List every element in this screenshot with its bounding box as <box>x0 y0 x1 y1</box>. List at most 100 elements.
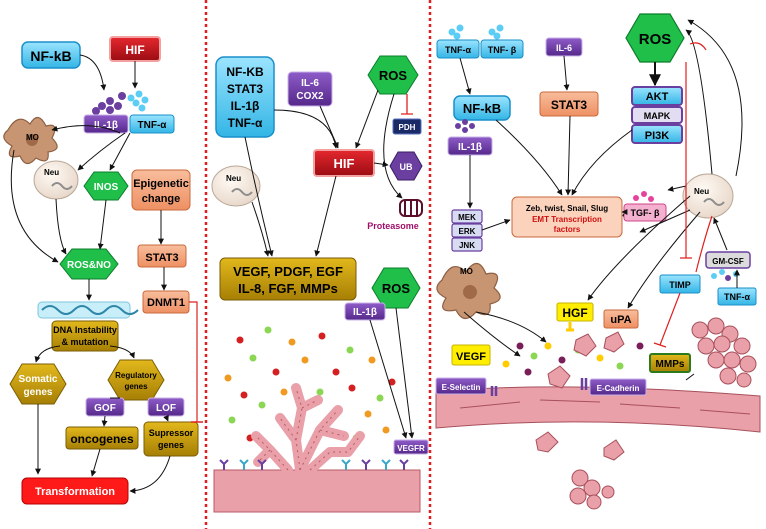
right-upa-box <box>603 309 639 329</box>
right-hgf-label: HGF <box>562 306 587 320</box>
mid-proteasome-label: Proteasome <box>367 221 419 231</box>
mid-il6-line1: IL-6 <box>301 78 319 89</box>
left-oncogenes-label: oncogenes <box>70 432 134 446</box>
right-mmps-box <box>649 353 691 373</box>
right-tnfa2-label: TNF-α <box>724 292 750 302</box>
mid-growth-line2: IL-8, FGF, MMPs <box>238 281 338 296</box>
mid-inflam-line4: TNF-α <box>228 116 263 130</box>
left-supressor-line2: genes <box>158 440 184 450</box>
right-il6-label: IL-6 <box>556 43 572 53</box>
right-tnfa-box <box>436 39 480 59</box>
dna-strand-icon <box>37 301 139 319</box>
right-erk-label: ERK <box>459 227 476 236</box>
left-il1b-label: IL-1β <box>94 120 118 131</box>
left-stat3-box <box>137 244 187 268</box>
right-eselectin-label: E-Selectin <box>442 383 481 392</box>
left-supressor-line1: Supressor <box>149 428 194 438</box>
left-somatic-line1: Somatic <box>19 374 58 385</box>
left-il1b-box <box>83 114 129 134</box>
mid-inflam-line2: STAT3 <box>227 82 264 96</box>
receptor-icons <box>219 459 409 470</box>
right-mmps-label: MMPs <box>656 359 685 370</box>
right-gmcsf-label: GM-CSF <box>712 257 744 266</box>
right-nfkb-box <box>453 95 511 121</box>
left-nfkb-label: NF-kB <box>30 48 71 64</box>
middle-panel: NF-KB STAT3 IL-1β TNF-α IL-6 COX2 ROS PD… <box>211 55 429 513</box>
right-mek-label: MEK <box>458 213 476 222</box>
right-macrophage-icon <box>436 262 501 320</box>
tumor-cluster-icon <box>691 317 757 388</box>
cytokine-dots-icon <box>92 90 149 115</box>
ros-pdh-inhibition <box>401 94 413 115</box>
left-somatic-line2: genes <box>24 387 53 398</box>
right-akt-stack <box>631 86 683 144</box>
right-hgf-box <box>556 302 594 322</box>
right-eselectin-box <box>435 377 487 395</box>
mid-pdh-label: PDH <box>399 123 416 132</box>
right-tnfb-box <box>480 39 524 59</box>
left-panel: NF-kB HIF IL-1β TNF-α MO Neu INOS <box>3 36 203 505</box>
right-emt-line2: EMT Transcription <box>532 215 602 224</box>
right-vegf-box <box>451 344 491 366</box>
right-stat3-label: STAT3 <box>551 98 588 112</box>
right-tnfa-label: TNF-α <box>445 45 471 55</box>
mid-neu-label: Neu <box>226 174 241 183</box>
left-tnfa-label: TNF-α <box>138 120 168 131</box>
right-tgfb-dots-icon <box>633 191 654 202</box>
right-mek-stack <box>451 209 483 252</box>
right-stat3-box <box>539 91 599 117</box>
left-dna-box <box>51 320 119 352</box>
right-vegf-label: VEGF <box>456 351 486 363</box>
blood-vessel-icon <box>213 383 421 513</box>
right-neutrophil-icon <box>682 173 734 219</box>
left-transformation-label: Transformation <box>35 486 115 498</box>
left-arrows <box>10 54 171 494</box>
mid-ros-label: ROS <box>379 68 408 83</box>
dnmt1-inhibition-line <box>189 301 198 422</box>
left-dna-line1: DNA Instability <box>53 325 117 335</box>
right-mo-label: MO <box>460 267 473 276</box>
left-supressor-box <box>143 421 199 457</box>
left-mo-label: MO <box>26 133 39 142</box>
mid-vegfr-box <box>393 439 429 455</box>
left-inos-label: INOS <box>94 182 119 193</box>
mid-inflam-line3: IL-1β <box>231 99 260 113</box>
growth-factor-dots <box>224 326 396 442</box>
mid-ros-hexagon <box>367 55 419 95</box>
right-neu-label: Neu <box>694 187 709 196</box>
neutrophil-icon <box>33 160 79 200</box>
right-arrows <box>459 19 743 381</box>
left-somatic-hexagon <box>9 363 67 405</box>
ecadherin-receptor-icon <box>580 378 588 390</box>
right-akt-label: AKT <box>646 91 669 103</box>
right-jnk-label: JNK <box>459 241 475 250</box>
hgf-receptor-icon <box>566 322 574 332</box>
left-dna-line2: & mutation <box>62 337 109 347</box>
middle-arrows <box>244 89 415 439</box>
eselectin-receptor-icon <box>490 386 498 396</box>
mid-il6-box <box>287 71 333 107</box>
right-ecadherin-label: E-Cadherin <box>597 384 640 393</box>
right-ros-hexagon <box>625 13 685 63</box>
mid-ub-label: UB <box>400 162 413 172</box>
right-ecadherin-box <box>589 378 647 396</box>
left-rosno-label: ROS&NO <box>67 260 111 271</box>
left-hif-label: HIF <box>125 43 144 57</box>
left-rosno-hexagon <box>59 248 119 280</box>
right-mapk-label: MAPK <box>644 111 671 121</box>
mid-growth-box <box>219 257 357 301</box>
right-factor-dots <box>502 342 644 376</box>
left-stat3-label: STAT3 <box>145 252 178 264</box>
right-tnf-dots-icon <box>448 24 504 40</box>
macrophage-icon <box>3 116 58 165</box>
right-emt-line3: factors <box>554 225 581 234</box>
right-upa-label: uPA <box>610 314 631 326</box>
right-panel: TNF-α TNF- β IL-6 ROS NF-kB STAT3 AKT MA… <box>435 13 761 510</box>
left-regulatory-line1: Regulatory <box>115 371 157 380</box>
proteasome-icon <box>399 199 423 217</box>
left-oncogenes-box <box>65 426 139 450</box>
mid-il1b-box <box>344 302 386 321</box>
right-gmcsf-box <box>705 251 751 269</box>
left-regulatory-line2: genes <box>124 382 148 391</box>
